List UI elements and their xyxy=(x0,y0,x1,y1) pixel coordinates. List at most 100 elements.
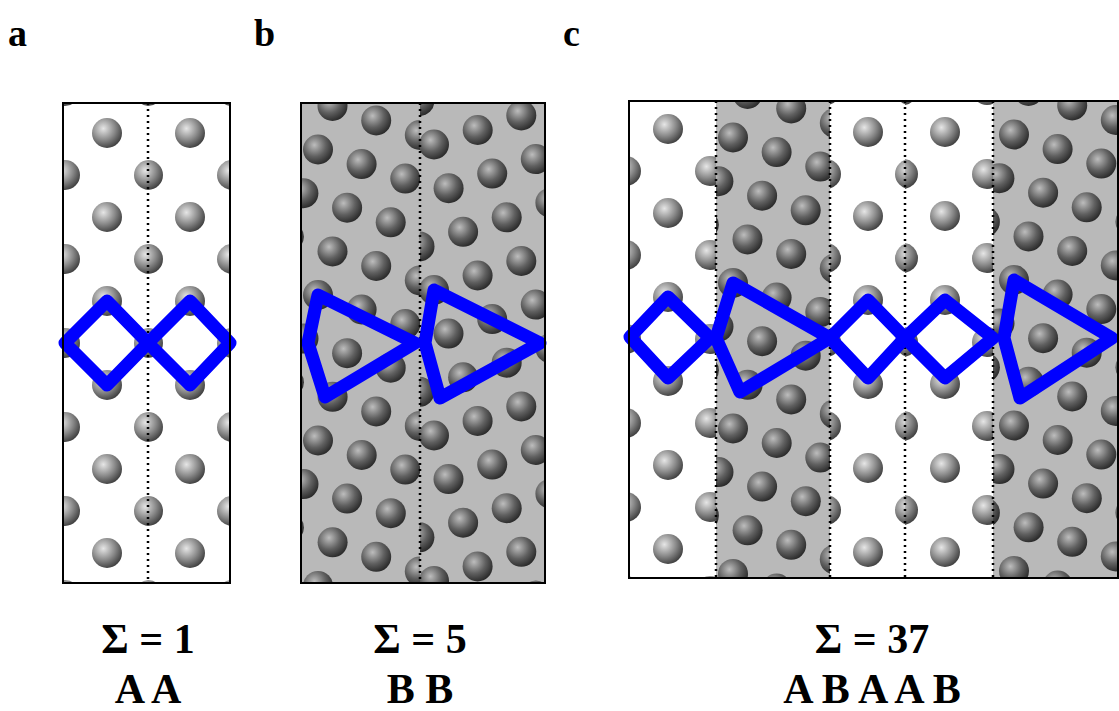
atom xyxy=(820,399,830,429)
atom xyxy=(434,319,464,349)
atom xyxy=(535,188,545,218)
atom xyxy=(477,159,507,189)
atom xyxy=(134,160,148,190)
atom xyxy=(63,412,80,442)
sigma-value: Σ = 1 xyxy=(101,618,194,660)
atom xyxy=(92,454,122,484)
atom xyxy=(92,538,122,568)
atom xyxy=(217,496,230,526)
atom xyxy=(506,391,536,421)
atom xyxy=(905,243,918,273)
atom xyxy=(448,508,478,538)
atom xyxy=(477,450,507,480)
atom xyxy=(63,244,80,274)
atom xyxy=(376,207,406,237)
atom xyxy=(376,498,406,528)
atom xyxy=(853,117,883,147)
atom xyxy=(332,193,362,223)
atom xyxy=(853,537,883,567)
atom xyxy=(1043,425,1073,455)
atom-grain xyxy=(905,101,993,578)
atom xyxy=(463,261,493,291)
atom xyxy=(830,411,841,441)
atom xyxy=(506,103,536,130)
atom xyxy=(993,454,1015,484)
atom xyxy=(1014,512,1044,542)
atom xyxy=(175,118,205,148)
atom xyxy=(653,450,683,480)
atom-grain xyxy=(629,101,716,578)
atom xyxy=(1043,571,1073,579)
panel-borders xyxy=(63,101,1118,583)
atom xyxy=(318,236,348,266)
atom xyxy=(420,421,449,451)
atom xyxy=(895,411,905,441)
atom xyxy=(791,486,821,516)
atom xyxy=(972,159,993,189)
atom xyxy=(762,428,792,458)
atom xyxy=(301,469,319,499)
atom xyxy=(1101,396,1118,426)
atom xyxy=(930,117,960,147)
atom xyxy=(695,408,716,438)
atom xyxy=(318,527,348,557)
atom xyxy=(92,118,122,148)
atom-grain xyxy=(63,103,148,583)
atom xyxy=(492,493,522,523)
grain-sequence: A A xyxy=(115,668,182,710)
atom xyxy=(405,265,420,295)
atom xyxy=(653,534,683,564)
atom xyxy=(134,412,148,442)
grain-sequence: B B xyxy=(387,668,454,710)
atom-grain xyxy=(830,101,905,578)
atom xyxy=(776,101,806,123)
atom xyxy=(1057,527,1087,557)
atom xyxy=(972,495,993,525)
atom xyxy=(148,496,163,526)
atom xyxy=(175,454,205,484)
atom xyxy=(930,537,960,567)
panel-letter: a xyxy=(8,14,27,52)
atom xyxy=(716,166,733,196)
structural-units xyxy=(65,280,1112,398)
atom xyxy=(895,243,905,273)
atom xyxy=(629,492,641,522)
atom xyxy=(148,244,163,274)
atom xyxy=(930,453,960,483)
atom-grain xyxy=(993,101,1118,578)
atom xyxy=(629,240,641,270)
atom xyxy=(747,472,777,502)
atom xyxy=(347,440,377,470)
atom xyxy=(405,411,420,441)
atom xyxy=(695,492,716,522)
atom xyxy=(1072,192,1102,222)
atom xyxy=(972,243,993,273)
atom xyxy=(820,544,830,574)
atom xyxy=(993,498,1000,528)
atom xyxy=(420,130,449,160)
atom xyxy=(217,412,230,442)
atom xyxy=(830,159,841,189)
atom xyxy=(405,120,420,150)
atom xyxy=(175,538,205,568)
boundary-lines xyxy=(148,101,993,583)
atom xyxy=(463,551,493,581)
atom xyxy=(1101,250,1118,280)
atom xyxy=(492,202,522,232)
atom xyxy=(695,240,716,270)
atom xyxy=(521,435,545,465)
atom xyxy=(347,149,377,179)
atom xyxy=(1043,134,1073,164)
atom-grain xyxy=(148,103,230,583)
atom xyxy=(521,290,545,320)
atom xyxy=(134,244,148,274)
atom xyxy=(1101,105,1118,135)
atom xyxy=(762,137,792,167)
atom xyxy=(895,159,905,189)
grain-sequence: A B A A B xyxy=(783,668,960,710)
atom xyxy=(1028,323,1058,353)
atom xyxy=(905,411,918,441)
atom xyxy=(405,556,420,583)
atom xyxy=(63,496,80,526)
